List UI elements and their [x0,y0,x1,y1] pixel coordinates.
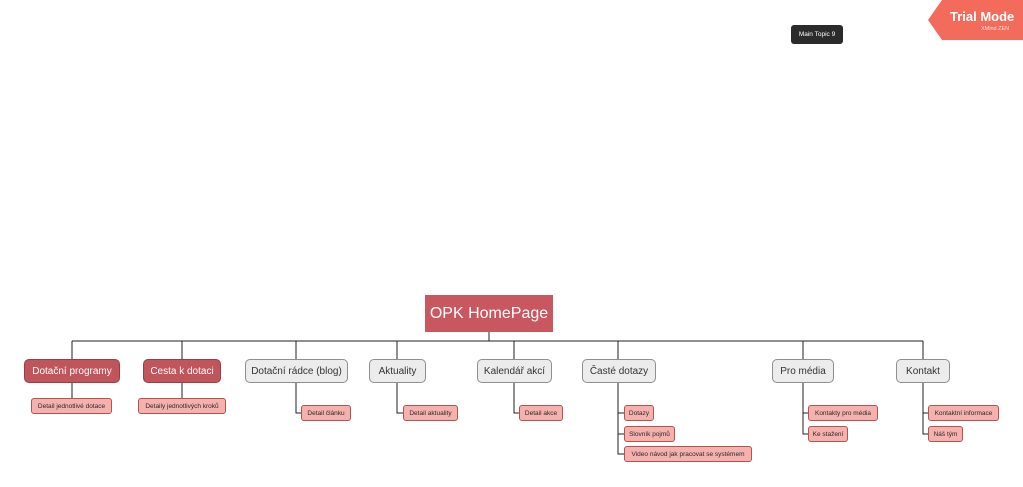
trial-mode-title: Trial Mode [950,9,1015,24]
topic-pro-media[interactable]: Pro média [772,359,834,383]
subtopic-detail-aktuality[interactable]: Detail aktuality [403,405,458,421]
topic-caste-dotazy[interactable]: Časté dotazy [582,359,656,383]
subtopic-slovnik-pojmu[interactable]: Slovník pojmů [624,426,675,442]
subtopic-kontakty-pro-media[interactable]: Kontakty pro média [808,405,878,421]
subtopic-detail-jednotlive-dotace[interactable]: Detail jednotlivé dotace [31,398,112,414]
subtopic-video-navod[interactable]: Video návod jak pracovat se systémem [624,446,752,462]
topic-aktuality[interactable]: Aktuality [369,359,426,383]
topic-dotacni-programy[interactable]: Dotační programy [24,359,120,383]
subtopic-detaily-jednotlivych-kroku[interactable]: Detaily jednotlivých kroků [138,398,226,414]
trial-mode-badge[interactable]: Trial Mode XMind ZEN [928,0,1023,40]
trial-badge-shape [928,0,1023,40]
trial-mode-subtitle: XMind ZEN [981,26,1010,32]
topic-kontakt[interactable]: Kontakt [896,359,950,383]
subtopic-kontaktni-informace[interactable]: Kontaktní informace [928,405,999,421]
subtopic-detail-akce[interactable]: Detail akce [519,405,563,421]
subtopic-nas-tym[interactable]: Náš tým [928,426,963,442]
topic-dotacni-radce-blog[interactable]: Dotační rádce (blog) [245,359,348,383]
topic-kalendar-akci[interactable]: Kalendář akcí [477,359,552,383]
subtopic-ke-stazeni[interactable]: Ke stažení [808,426,848,442]
floating-topic[interactable]: Main Topic 9 [791,25,843,44]
subtopic-dotazy[interactable]: Dotazy [624,405,654,421]
root-topic[interactable]: OPK HomePage [425,295,553,332]
topic-cesta-k-dotaci[interactable]: Cesta k dotaci [143,359,221,383]
subtopic-detail-clanku[interactable]: Detail článku [301,405,351,421]
